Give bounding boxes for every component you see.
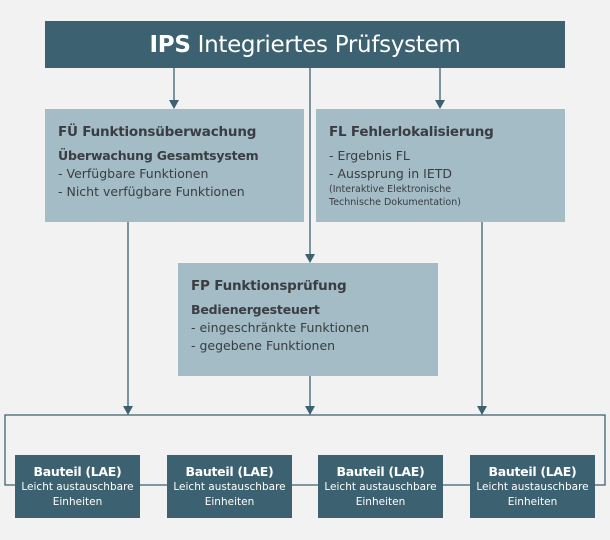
- component-line: Leicht austauschbare: [324, 481, 437, 493]
- title-text: Integriertes Prüfsystem: [197, 31, 461, 58]
- component-line: Einheiten: [507, 496, 558, 508]
- panel-funktionsueberwachung: FÜ Funktionsüberwachung Überwachung Gesa…: [45, 109, 304, 222]
- panel-fehlerlokalisierung: FL Fehlerlokalisierung - Ergebnis FL - A…: [316, 109, 565, 222]
- panel-list-item: - Aussprung in IETD: [329, 166, 453, 181]
- component-line: Einheiten: [355, 496, 406, 508]
- component-box: Bauteil (LAE) Leicht austauschbare Einhe…: [470, 455, 595, 518]
- component-title: Bauteil (LAE): [336, 464, 425, 479]
- component-box: Bauteil (LAE) Leicht austauschbare Einhe…: [318, 455, 443, 518]
- arrow-head-icon: [123, 406, 133, 415]
- component-line: Leicht austauschbare: [21, 481, 134, 493]
- arrow-head-icon: [477, 406, 487, 415]
- component-title: Bauteil (LAE): [33, 464, 122, 479]
- component-line: Leicht austauschbare: [476, 481, 589, 493]
- component-title: Bauteil (LAE): [185, 464, 274, 479]
- panel-list-item: - Ergebnis FL: [329, 148, 410, 163]
- ips-title-box: IPS Integriertes Prüfsystem: [45, 21, 565, 68]
- title-abbreviation: IPS: [149, 31, 191, 58]
- panel-list-item: - Nicht verfügbare Funktionen: [58, 184, 245, 199]
- panel-list-item: - eingeschränkte Funktionen: [191, 320, 370, 335]
- arrow-head-icon: [305, 406, 315, 415]
- panel-subheading: Überwachung Gesamtsystem: [58, 148, 259, 163]
- panel-note: Technische Dokumentation): [329, 197, 461, 208]
- component-line: Leicht austauschbare: [173, 481, 286, 493]
- bus-line: [4, 414, 606, 486]
- component-box: Bauteil (LAE) Leicht austauschbare Einhe…: [15, 455, 140, 518]
- component-title: Bauteil (LAE): [488, 464, 577, 479]
- panel-heading: FP Funktionsprüfung: [191, 278, 347, 294]
- arrow-head-icon: [435, 100, 445, 109]
- arrow-head-icon: [169, 100, 179, 109]
- arrow-head-icon: [305, 254, 315, 263]
- panel-subheading: Bedienergesteuert: [191, 302, 320, 317]
- panel-note: (Interaktive Elektronische: [329, 184, 452, 195]
- component-line: Einheiten: [52, 496, 103, 508]
- panel-funktionspruefung: FP Funktionsprüfung Bedienergesteuert - …: [178, 263, 438, 376]
- panel-heading: FL Fehlerlokalisierung: [329, 124, 494, 140]
- panel-list-item: - Verfügbare Funktionen: [58, 166, 209, 181]
- component-box: Bauteil (LAE) Leicht austauschbare Einhe…: [167, 455, 292, 518]
- panel-list-item: - gegebene Funktionen: [191, 338, 336, 353]
- panel-heading: FÜ Funktionsüberwachung: [58, 124, 257, 140]
- component-line: Einheiten: [204, 496, 255, 508]
